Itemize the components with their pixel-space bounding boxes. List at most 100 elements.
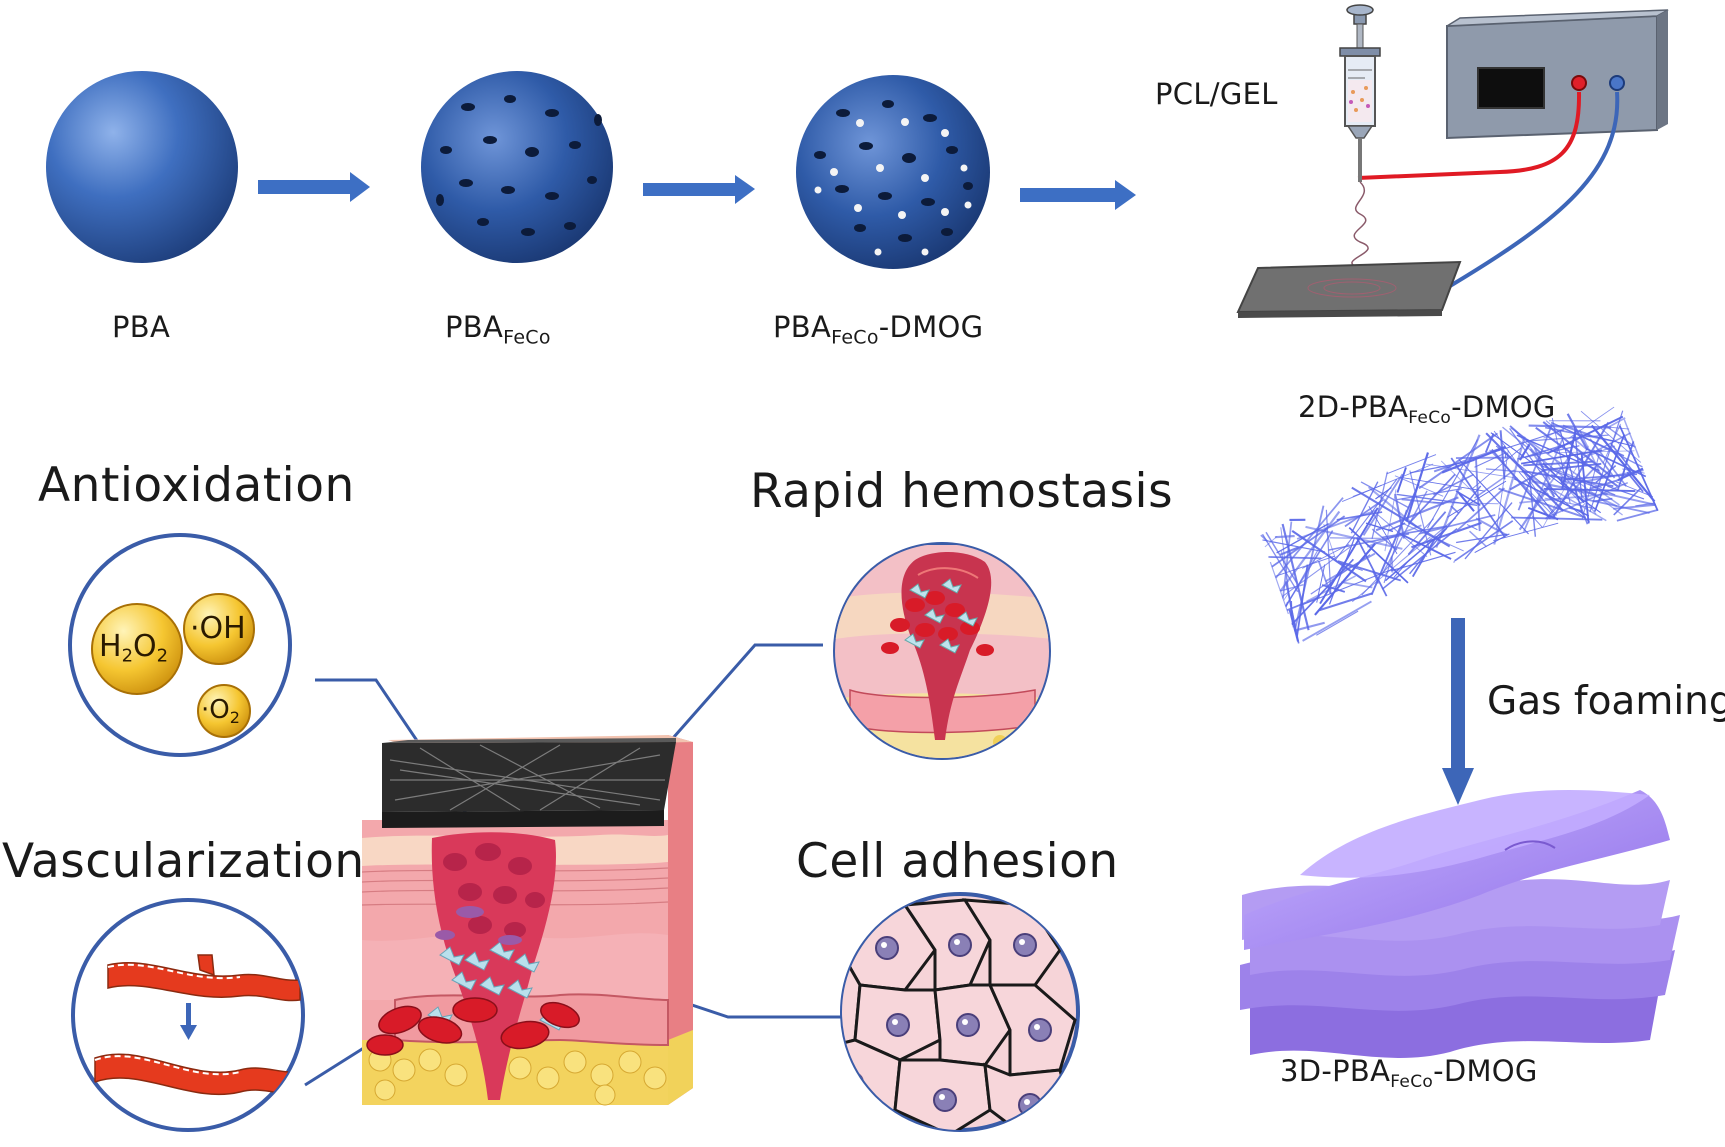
fiber-strand [1580,410,1642,463]
fiber-strand [1405,452,1429,522]
pba-sphere [46,71,238,263]
fiber-strand [1283,592,1290,601]
fiber-strand [1265,531,1298,583]
electrospinning-setup [1236,4,1669,318]
fiber-strand [1616,481,1654,498]
fiber-strand [1396,488,1462,501]
label-pba-feco-dmog: PBAFeCo-DMOG [773,310,984,349]
fiber-strand [1592,449,1616,479]
fiber-strand [1458,492,1475,512]
fiber-strand [1607,485,1645,500]
vascularization-circle [71,898,305,1132]
fiber-strand [1545,420,1562,434]
fiber-strand [1564,473,1638,481]
fiber-strand [1600,491,1656,506]
fiber-strand [1316,564,1326,603]
fiber-strand [1590,424,1656,503]
pba-feco-sphere [421,71,613,263]
fiber-strand [1319,592,1373,612]
fiber-strand [1581,453,1600,520]
fiber-strand [1586,448,1647,478]
fiber-strand [1635,502,1656,507]
fiber-strand [1498,487,1587,519]
fiber-strand [1279,510,1341,592]
fiber-strand [1576,432,1631,462]
fiber-strand [1589,438,1627,487]
label-cell-adhesion: Cell adhesion [796,834,1119,889]
fiber-strand [1474,469,1515,499]
fiber-strand [1407,473,1456,525]
fiber-strand [1464,502,1513,560]
fiber-strand [1580,452,1590,524]
fiber-strand [1623,419,1640,458]
fiber-strand [1575,479,1623,516]
ros-hydroxyl: ·OH [190,611,246,646]
fiber-strand [1399,476,1486,492]
fiber-strand [1618,425,1659,512]
fiber-strand [1499,430,1506,480]
fiber-strand [1610,442,1635,474]
fiber-strand [1261,533,1299,593]
fiber-strand [1366,524,1422,548]
fiber-strand [1344,499,1384,528]
fiber-strand [1300,568,1393,607]
label-pcl-gel: PCL/GEL [1155,77,1278,111]
fiber-strand [1586,433,1635,447]
fiber-strand [1282,521,1293,599]
fiber-strand [1521,470,1607,522]
fiber-strand [1316,610,1359,636]
fiber-strand [1491,448,1552,520]
label-pba-feco: PBAFeCo [445,310,551,349]
fiber-strand [1513,477,1590,517]
arrow-3 [1020,180,1136,210]
fiber-strand [1348,526,1409,584]
fiber-strand [1291,600,1293,626]
fiber-strand [1390,551,1456,572]
fiber-strand [1571,436,1588,451]
fiber-strand [1341,463,1434,502]
fiber-strand [1337,560,1402,582]
fiber-strand [1352,484,1382,497]
fiber-strand [1621,459,1628,480]
fiber-strand [1323,523,1338,563]
fiber-strand [1418,514,1496,535]
fiber-strand [1293,621,1325,632]
fiber-strand [1285,550,1319,608]
fiber-strand [1296,509,1378,540]
fiber-strand [1519,493,1608,504]
fiber-strand [1381,490,1428,576]
fiber-strand [1281,550,1299,641]
fiber-strand [1360,481,1410,509]
fiber-strand [1562,424,1591,437]
fiber-strand [1454,520,1514,562]
fiber-strand [1302,600,1372,642]
fiber-strand [1367,486,1418,528]
fiber-strand [1502,426,1587,497]
fiber-strand [1518,471,1558,516]
fiber-strand [1528,424,1612,429]
pba-feco-dmog-sphere [796,75,990,269]
fiber-strand [1472,447,1522,489]
fiber-strand [1608,417,1626,428]
fiber-strand [1450,505,1460,514]
label-pba: PBA [112,310,171,344]
fiber-strand [1510,427,1620,506]
fiber-strand [1371,471,1389,539]
fiber-strand [1328,538,1355,605]
fiber-strand [1286,596,1321,611]
fiber-strand [1592,497,1613,503]
fiber-strand [1361,518,1434,596]
fiber-strand [1602,423,1621,464]
fiber-strand [1593,434,1626,512]
fiber-strand [1281,546,1351,597]
ros-h2o2: H2O2 [99,629,169,667]
fiber-strand [1425,463,1518,479]
label-vascularization: Vascularization [2,834,365,889]
fiber-strand [1355,536,1388,597]
fiber-strand [1589,478,1622,490]
fiber-strand [1493,436,1526,545]
foam-layers-3d [1240,790,1680,1058]
fiber-strand [1456,487,1505,532]
ros-superoxide: ·O2 [201,695,240,727]
